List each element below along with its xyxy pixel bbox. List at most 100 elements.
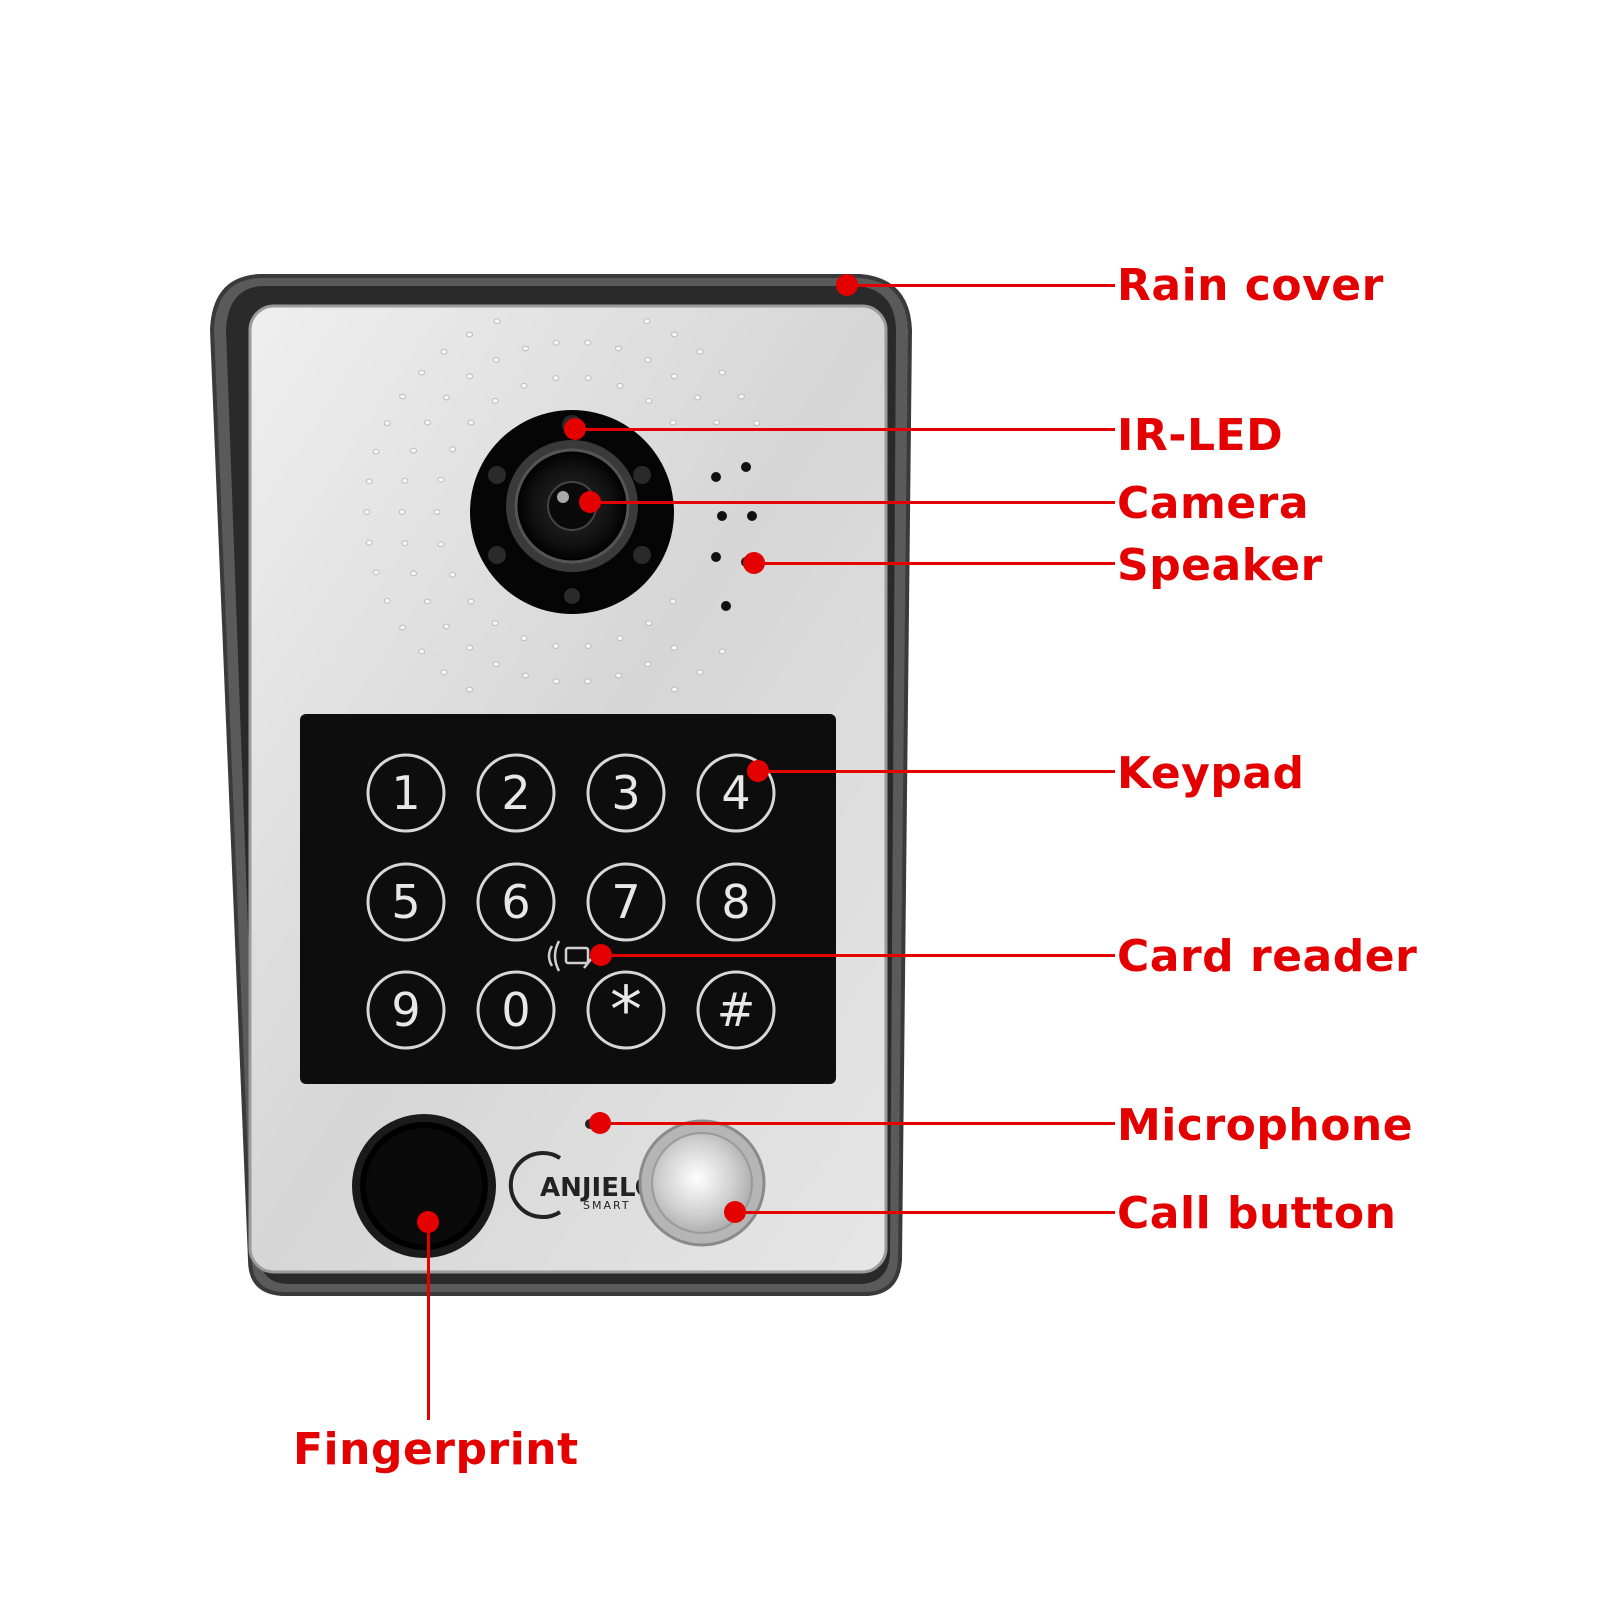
speaker-hole xyxy=(401,540,409,547)
speaker-hole xyxy=(644,661,652,668)
speaker-hole xyxy=(493,318,501,325)
speaker-hole xyxy=(372,569,380,576)
speaker-hole xyxy=(398,509,406,515)
speaker-hole xyxy=(644,356,652,363)
speaker-line xyxy=(754,562,1115,565)
speaker-holes xyxy=(363,318,761,693)
speaker-hole xyxy=(645,398,653,404)
speaker-hole xyxy=(718,648,726,655)
speaker-hole xyxy=(645,620,653,626)
speaker-hole xyxy=(718,369,726,376)
speaker-hole xyxy=(753,420,761,427)
speaker-hole xyxy=(467,419,475,426)
speaker-hole xyxy=(713,419,720,426)
rain-cover-line xyxy=(847,284,1115,287)
key-6: 6 xyxy=(476,862,556,942)
key-8: 8 xyxy=(696,862,776,942)
speaker-hole xyxy=(418,369,426,376)
key-label: 5 xyxy=(391,875,420,929)
rain-cover-label: Rain cover xyxy=(1117,260,1384,311)
speaker-hole xyxy=(410,570,417,577)
ir-led-label: IR-LED xyxy=(1117,410,1284,461)
brand-name: ANJIELO xyxy=(540,1173,657,1203)
speaker-hole xyxy=(584,643,592,649)
speaker-hole xyxy=(383,598,391,604)
speaker-hole xyxy=(449,571,456,578)
speaker-hole xyxy=(671,331,678,338)
brand-logo: ANJIELO SMART xyxy=(508,1151,657,1219)
call-button-line xyxy=(735,1211,1115,1214)
key-7: 7 xyxy=(586,862,666,942)
key-label: 6 xyxy=(501,875,530,929)
speaker-hole xyxy=(437,476,445,483)
speaker-hole xyxy=(466,331,473,338)
speaker-hole xyxy=(669,598,677,605)
speaker-hole xyxy=(520,635,528,642)
key-star: * xyxy=(586,970,666,1050)
fingerprint-sensor xyxy=(352,1114,496,1258)
speaker-hole xyxy=(365,539,373,546)
key-label: * xyxy=(610,974,642,1048)
ir-led-line xyxy=(575,428,1115,431)
speaker-hole xyxy=(467,598,475,605)
microphone-line xyxy=(600,1122,1115,1125)
speaker-hole xyxy=(401,477,409,484)
speaker-hole xyxy=(522,672,529,679)
camera-module xyxy=(470,410,674,614)
speaker-hole xyxy=(671,686,678,693)
call-button-label: Call button xyxy=(1117,1188,1397,1239)
keypad-label: Keypad xyxy=(1117,748,1305,799)
card-reader-line xyxy=(601,954,1115,957)
speaker-hole xyxy=(615,345,622,352)
key-3: 3 xyxy=(586,753,666,833)
key-label: 7 xyxy=(611,875,640,929)
speaker-hole xyxy=(643,318,651,325)
speaker-hole xyxy=(552,643,560,649)
speaker-hole xyxy=(365,478,373,485)
speaker-hole xyxy=(399,393,407,400)
camera-label: Camera xyxy=(1117,478,1310,529)
key-hash: # xyxy=(696,970,776,1050)
speaker-hole xyxy=(615,672,622,679)
key-5: 5 xyxy=(366,862,446,942)
speaker-hole xyxy=(410,447,417,454)
speaker-hole xyxy=(418,648,426,655)
key-label: 9 xyxy=(391,983,420,1037)
key-2: 2 xyxy=(476,753,556,833)
fingerprint-line xyxy=(427,1222,430,1420)
speaker-hole xyxy=(670,644,678,651)
speaker-hole xyxy=(552,375,560,381)
speaker-hole xyxy=(552,678,560,685)
key-label: 0 xyxy=(501,983,530,1037)
speaker-hole xyxy=(584,678,592,685)
fingerprint-label: Fingerprint xyxy=(293,1424,579,1475)
speaker-hole xyxy=(424,598,431,605)
speaker-hole xyxy=(442,623,450,630)
speaker-hole xyxy=(424,419,431,426)
key-0: 0 xyxy=(476,970,556,1050)
speaker-hole xyxy=(669,419,677,426)
speaker-hole xyxy=(492,356,500,363)
speaker-hole xyxy=(383,420,391,427)
speaker-hole xyxy=(491,398,499,404)
speaker-hole xyxy=(363,509,371,515)
speaker-hole xyxy=(696,669,704,676)
key-label: 8 xyxy=(721,875,750,929)
keypad-line xyxy=(758,770,1115,773)
speaker-hole xyxy=(466,644,474,651)
speaker-hole xyxy=(440,669,448,676)
key-label: 4 xyxy=(721,766,750,820)
speaker-hole xyxy=(520,382,528,389)
speaker-hole xyxy=(616,382,624,389)
key-9: 9 xyxy=(366,970,446,1050)
key-label: 1 xyxy=(391,766,420,820)
speaker-hole xyxy=(522,345,529,352)
speaker-hole xyxy=(399,624,407,631)
speaker-hole xyxy=(433,509,441,515)
call-button-graphic xyxy=(638,1119,766,1247)
key-label: # xyxy=(717,983,756,1037)
key-label: 3 xyxy=(611,766,640,820)
speaker-hole xyxy=(372,448,380,455)
